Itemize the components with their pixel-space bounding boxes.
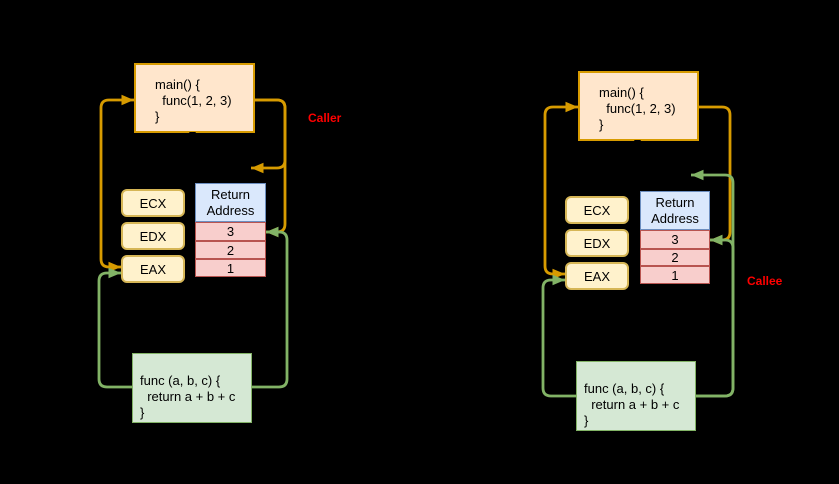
main-code-box — [578, 71, 699, 141]
stack-return-address: Return Address — [195, 183, 266, 222]
register-label: ECX — [139, 195, 167, 211]
arrow-callee-func-to-eax-green — [541, 274, 576, 398]
register-label: ECX — [583, 202, 611, 218]
stack-arg-row: 1 — [195, 259, 266, 277]
stack-arg-row: 3 — [195, 222, 266, 241]
code-line: } — [155, 109, 160, 124]
register-label: EDX — [139, 228, 167, 244]
code-line: func (a, b, c) { — [140, 373, 221, 388]
stack-arg-value: 2 — [226, 242, 235, 258]
stack-arg-value: 1 — [226, 260, 235, 276]
main-code-text: main() { func(1, 2, 3)} — [155, 77, 232, 125]
caller-label: Caller — [308, 111, 342, 125]
func-code-text: func (a, b, c) { return a + b + c} — [584, 381, 679, 429]
stack-arg-row: 1 — [640, 266, 710, 284]
stack-arg-row: 2 — [195, 241, 266, 259]
register-ecx: ECX — [121, 189, 185, 217]
arrow-caller-call-to-stack-orange — [251, 98, 287, 174]
register-eax: EAX — [121, 255, 185, 283]
code-line: func (a, b, c) { — [584, 381, 665, 396]
stack-arg-value: 1 — [671, 267, 679, 283]
register-label: EAX — [139, 261, 166, 277]
main-code-text: main() { func(1, 2, 3)} — [599, 85, 676, 133]
code-line: main() { — [155, 77, 200, 92]
code-line: func(1, 2, 3) — [599, 101, 676, 116]
code-line: } — [140, 405, 145, 420]
code-line: return a + b + c — [140, 389, 236, 404]
register-edx: EDX — [121, 222, 185, 250]
stack-arg-row: 3 — [640, 230, 710, 249]
stack-return-address: Return Address — [640, 191, 710, 230]
code-line: func(1, 2, 3) — [155, 93, 232, 108]
stack-return-address-label: Return Address — [651, 194, 699, 226]
stack-return-address-label: Return Address — [206, 186, 255, 218]
arrow-caller-func-to-eax-green — [97, 267, 132, 389]
main-code-box — [134, 63, 255, 133]
stack-arg-value: 3 — [226, 224, 235, 239]
func-code-box — [576, 361, 696, 431]
stack-arg-value: 3 — [671, 232, 679, 247]
register-label: EAX — [583, 268, 610, 284]
code-line: return a + b + c — [584, 397, 680, 412]
stack-arg-value: 2 — [671, 250, 679, 265]
register-ecx: ECX — [565, 196, 629, 224]
callee-label: Callee — [747, 274, 783, 288]
code-line: } — [599, 117, 604, 132]
register-eax: EAX — [565, 262, 629, 290]
code-line: main() { — [599, 85, 644, 100]
func-code-box — [132, 353, 252, 423]
register-label: EDX — [583, 235, 611, 251]
stack-arg-row: 2 — [640, 249, 710, 266]
register-edx: EDX — [565, 229, 629, 257]
func-code-text: func (a, b, c) { return a + b + c} — [140, 373, 235, 421]
code-line: } — [584, 413, 589, 428]
